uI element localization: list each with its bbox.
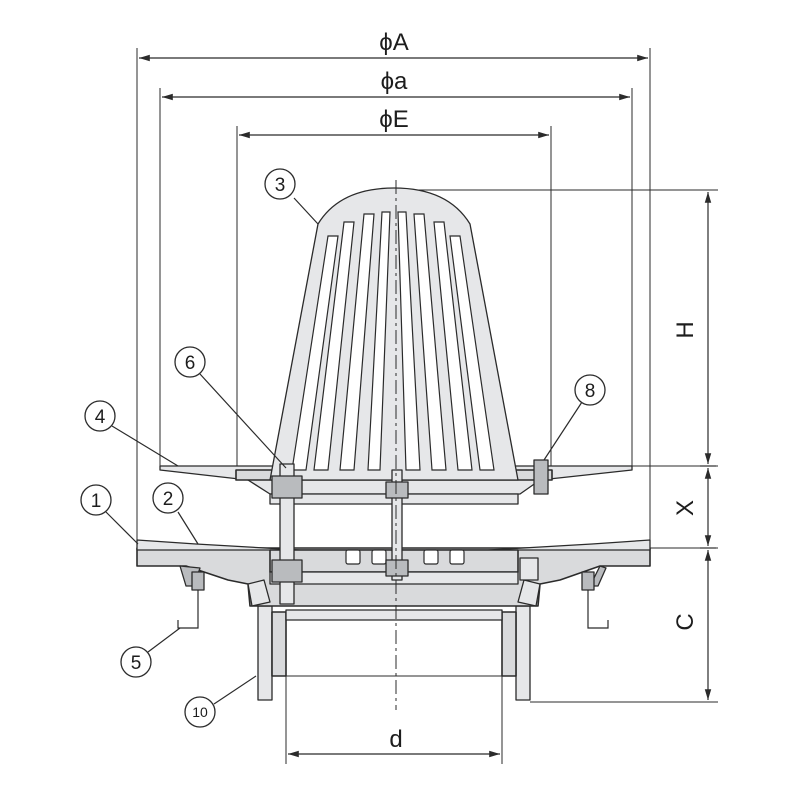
anchor-bolt-left: [177, 571, 205, 629]
svg-text:1: 1: [91, 491, 102, 512]
strainer-slots: [291, 211, 495, 471]
svg-text:8: 8: [585, 381, 596, 402]
support-bolt-center: [385, 469, 409, 581]
dim-phi-A-label: ϕA: [379, 29, 408, 56]
dim-C-label: C: [672, 613, 699, 630]
support-bolt-6: [271, 463, 303, 605]
svg-text:5: 5: [131, 653, 142, 674]
callout-3: 3: [264, 168, 319, 225]
dim-phi-a-label: ϕa: [381, 68, 408, 95]
dim-d-label: d: [389, 726, 402, 753]
dim-X-label: X: [672, 500, 699, 516]
svg-text:4: 4: [95, 407, 106, 428]
drain-body: [136, 180, 651, 710]
svg-text:2: 2: [163, 489, 174, 510]
extension-lines: [136, 48, 718, 764]
support-bolt-8: [519, 459, 549, 581]
callout-8: 8: [543, 374, 606, 461]
part-callouts: 3 6 4 1 2 8 5: [80, 168, 606, 728]
callout-2: 2: [152, 482, 199, 545]
svg-text:10: 10: [192, 704, 208, 720]
dim-phi-E-label: ϕE: [379, 106, 408, 133]
dim-H-label: H: [672, 321, 699, 338]
svg-text:3: 3: [275, 175, 286, 196]
callout-10: 10: [184, 675, 257, 728]
anchor-bolt-right: [581, 571, 609, 629]
callout-6: 6: [174, 346, 287, 469]
callout-5: 5: [120, 627, 181, 678]
callout-4: 4: [84, 400, 179, 467]
dimension-labels: ϕA ϕa ϕE H X C d: [379, 29, 699, 753]
svg-text:6: 6: [185, 353, 196, 374]
callout-1: 1: [80, 484, 139, 545]
dimension-lines: [139, 54, 716, 758]
outlet-pipe: [257, 605, 273, 701]
